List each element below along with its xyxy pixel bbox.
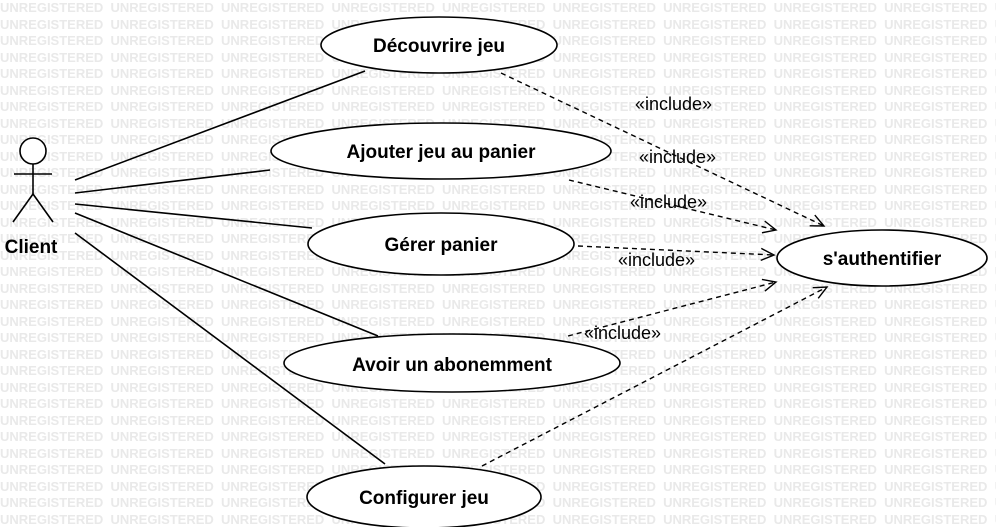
use-case-label: Avoir un abonemment: [352, 355, 553, 376]
include-dependencies: [481, 72, 829, 467]
association-decouvrir: [74, 70, 366, 181]
association-configurer: [74, 232, 386, 465]
use-case-authentifier[interactable]: s'authentifier: [776, 229, 988, 287]
associations: [74, 70, 386, 465]
actor-label: Client: [5, 237, 58, 258]
include-label: «include»: [618, 250, 695, 270]
use-case-configurer[interactable]: Configurer jeu: [306, 465, 542, 527]
actor-right-leg: [32, 193, 54, 223]
actor-head: [19, 137, 47, 165]
association-ajouter: [74, 169, 271, 194]
use-case-abonnement[interactable]: Avoir un abonemment: [283, 333, 621, 393]
use-case-decouvrir[interactable]: Découvrire jeu: [320, 16, 558, 74]
include-label: «include»: [630, 192, 707, 212]
include-label: «include»: [639, 147, 716, 167]
actor-client[interactable]: Client: [5, 137, 58, 258]
use-case-label: Découvrire jeu: [373, 36, 505, 57]
include-arrow-decouvrir: [500, 72, 826, 227]
use-case-label: s'authentifier: [823, 249, 942, 270]
use-case-label: Configurer jeu: [359, 488, 489, 509]
include-label: «include»: [635, 94, 712, 114]
association-gerer: [74, 203, 313, 229]
include-arrow-gerer: [577, 245, 776, 262]
include-arrow-configurer: [481, 286, 829, 467]
use-case-ajouter[interactable]: Ajouter jeu au panier: [270, 122, 612, 180]
use-case-gerer[interactable]: Gérer panier: [307, 212, 575, 276]
use-case-label: Gérer panier: [385, 235, 499, 256]
include-label: «include»: [584, 323, 661, 343]
actor-left-leg: [12, 193, 34, 223]
association-abonnement: [74, 212, 379, 337]
use-case-label: Ajouter jeu au panier: [347, 142, 537, 163]
